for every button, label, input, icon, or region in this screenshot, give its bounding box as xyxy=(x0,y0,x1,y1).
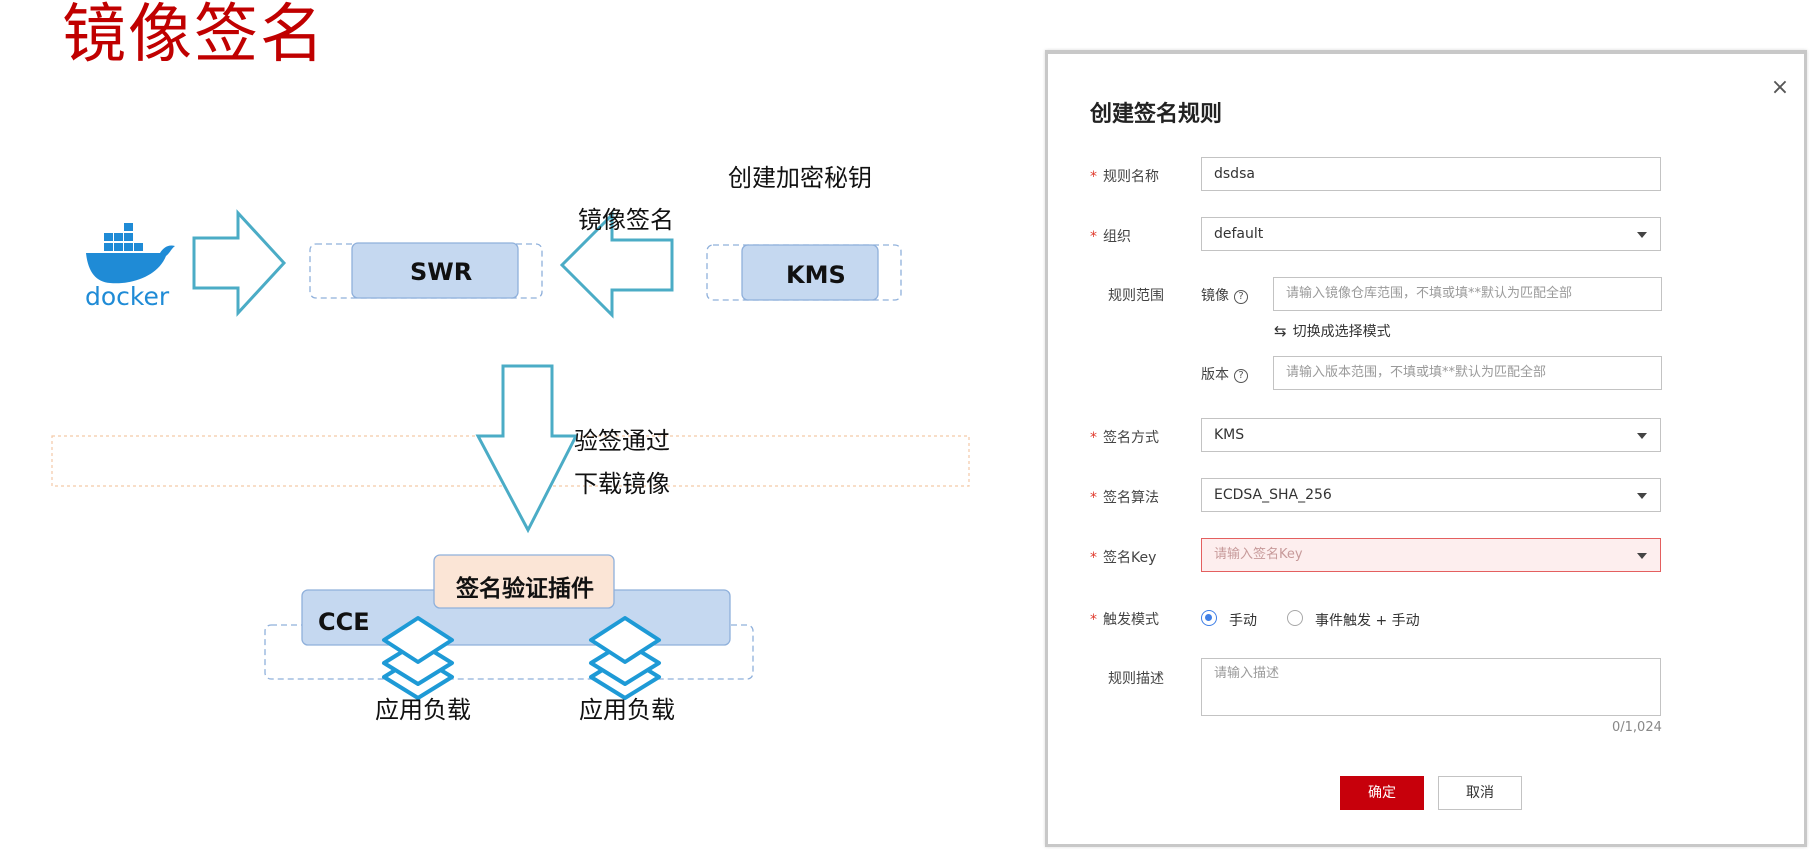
kms-label: KMS xyxy=(786,261,846,289)
rule-scope-label: 规则范围 xyxy=(1108,288,1164,304)
plugin-label: 签名验证插件 xyxy=(456,576,594,602)
image-scope-input[interactable]: 请输入镜像仓库范围，不填或填**默认为匹配全部 xyxy=(1273,277,1662,311)
rule-name-label: *规则名称 xyxy=(1090,169,1159,185)
arrow-kms-to-swr xyxy=(559,211,674,319)
sign-text: 镜像签名 xyxy=(578,206,674,234)
slide-title: 镜像签名 xyxy=(62,0,326,72)
workload-stack-icon xyxy=(382,616,454,700)
arrow-docker-to-swr xyxy=(192,209,287,317)
sign-key-label: *签名Key xyxy=(1090,550,1157,566)
organization-label: *组织 xyxy=(1090,229,1131,245)
cce-dashed-frame xyxy=(264,624,754,680)
sign-algorithm-select[interactable]: ECDSA_SHA_256 xyxy=(1201,478,1661,512)
radio-manual[interactable] xyxy=(1201,610,1217,626)
chevron-down-icon xyxy=(1637,232,1647,238)
create-sign-rule-dialog: 创建签名规则 × *规则名称 dsdsa *组织 default 规则范围 镜像… xyxy=(1045,50,1807,847)
verify-text: 验签通过 xyxy=(574,427,670,455)
chevron-down-icon xyxy=(1637,553,1647,559)
switch-icon: ⇆ xyxy=(1274,322,1287,340)
kms-box xyxy=(741,244,879,301)
description-label: 规则描述 xyxy=(1108,671,1164,687)
dialog-title: 创建签名规则 xyxy=(1090,102,1223,127)
swr-box xyxy=(351,242,519,299)
version-scope-input[interactable]: 请输入版本范围，不填或填**默认为匹配全部 xyxy=(1273,356,1662,390)
download-text: 下载镜像 xyxy=(574,470,670,498)
image-scope-label: 镜像? xyxy=(1201,285,1248,305)
sign-algorithm-label: *签名算法 xyxy=(1090,490,1159,506)
workload-label: 应用负载 xyxy=(579,696,675,724)
close-icon[interactable]: × xyxy=(1770,75,1790,100)
swr-label: SWR xyxy=(410,258,473,286)
radio-event-manual-label[interactable]: 事件触发 + 手动 xyxy=(1315,613,1420,629)
cancel-button[interactable]: 取消 xyxy=(1438,776,1522,810)
switch-mode-link[interactable]: ⇆切换成选择模式 xyxy=(1274,322,1391,340)
version-scope-label: 版本? xyxy=(1201,364,1248,384)
sign-method-label: *签名方式 xyxy=(1090,430,1159,446)
plugin-box xyxy=(433,554,615,609)
trigger-mode-label: *触发模式 xyxy=(1090,612,1159,628)
ok-button[interactable]: 确定 xyxy=(1340,776,1424,810)
char-counter: 0/1,024 xyxy=(1612,720,1662,735)
workload-stack-icon xyxy=(589,616,661,700)
sign-method-select[interactable]: KMS xyxy=(1201,418,1661,452)
help-icon[interactable]: ? xyxy=(1234,290,1248,304)
docker-logo-icon xyxy=(86,223,175,284)
workload-label: 应用负载 xyxy=(375,696,471,724)
sign-key-select[interactable]: 请输入签名Key xyxy=(1201,538,1661,572)
chevron-down-icon xyxy=(1637,493,1647,499)
create-key-text: 创建加密秘钥 xyxy=(728,164,872,192)
docker-label: docker xyxy=(85,282,170,311)
help-icon[interactable]: ? xyxy=(1234,369,1248,383)
organization-select[interactable]: default xyxy=(1201,217,1661,251)
cce-label: CCE xyxy=(318,608,370,636)
radio-manual-label[interactable]: 手动 xyxy=(1229,613,1257,629)
description-textarea[interactable]: 请输入描述 xyxy=(1201,658,1661,716)
radio-event-manual[interactable] xyxy=(1287,610,1303,626)
architecture-diagram: docker xyxy=(51,209,970,700)
chevron-down-icon xyxy=(1637,433,1647,439)
rule-name-input[interactable]: dsdsa xyxy=(1201,157,1661,191)
arrow-swr-to-cce xyxy=(475,364,579,534)
